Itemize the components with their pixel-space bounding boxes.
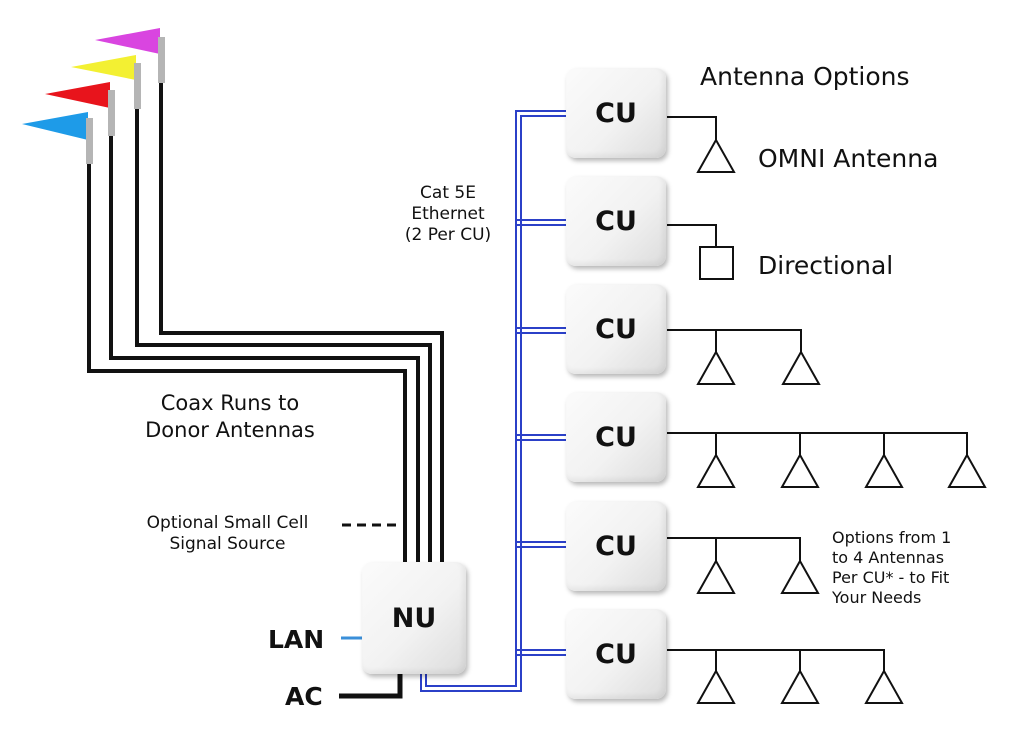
coax-run-3 (135, 109, 432, 566)
cu1-antenna-line (667, 116, 717, 140)
antenna-count-note-line4: Your Needs (832, 588, 922, 607)
ethernet-label-line2: Ethernet (411, 204, 485, 224)
coax-run-1 (87, 164, 407, 566)
small-cell-label-line2: Signal Source (169, 534, 286, 554)
directional-antenna-label: Directional (758, 251, 894, 280)
ethernet-bus (420, 110, 566, 692)
omni-antenna-icon (864, 668, 904, 704)
coax-label: Coax Runs to Donor Antennas (130, 390, 330, 444)
coverage-unit-box: CU (566, 176, 666, 266)
omni-antenna-icon (781, 349, 821, 385)
network-unit-box: NU (362, 562, 466, 674)
omni-antenna-label: OMNI Antenna (758, 144, 939, 173)
cu4-antenna-line (667, 432, 968, 455)
coax-label-line1: Coax Runs to (160, 391, 300, 415)
coverage-unit-box: CU (566, 284, 666, 374)
omni-antenna-icon (696, 558, 736, 594)
cu-label: CU (595, 313, 637, 345)
small-cell-label: Optional Small Cell Signal Source (120, 513, 335, 555)
ethernet-branches (516, 219, 566, 656)
omni-antenna-icon (696, 668, 736, 704)
coverage-unit-box: CU (566, 68, 666, 158)
omni-antenna-icon (780, 668, 820, 704)
antenna-count-note-line2: to 4 Antennas (832, 548, 945, 567)
cu-label: CU (595, 205, 637, 237)
small-cell-label-line1: Optional Small Cell (146, 513, 309, 533)
antenna-count-note-line1: Options from 1 (832, 528, 952, 547)
nu-label: NU (391, 602, 437, 634)
coax-run-2 (109, 136, 420, 566)
antenna-wiring (667, 116, 987, 704)
omni-antenna-icon (696, 349, 736, 385)
omni-antenna-icon (864, 452, 904, 488)
omni-antenna-icon (696, 452, 736, 488)
coax-label-line2: Donor Antennas (145, 418, 315, 442)
omni-antenna-icon (780, 452, 820, 488)
coverage-unit-box: CU (566, 392, 666, 482)
coverage-unit-box: CU (566, 501, 666, 591)
donor-antenna-magenta-flag (95, 28, 165, 83)
cu-label: CU (595, 97, 637, 129)
donor-antenna-flags (22, 28, 165, 164)
ethernet-label-line1: Cat 5E (420, 183, 476, 203)
ethernet-label: Cat 5E Ethernet (2 Per CU) (393, 183, 503, 246)
cu6-antenna-line (667, 649, 885, 671)
omni-antenna-icon (780, 558, 820, 594)
cu-label: CU (595, 530, 637, 562)
coax-runs (87, 83, 444, 566)
donor-antenna-red-flag (45, 82, 115, 136)
cu-label: CU (595, 638, 637, 670)
coverage-unit-box: CU (566, 609, 666, 699)
ac-line (339, 672, 403, 699)
cu2-antenna-line (667, 224, 717, 247)
cu-label: CU (595, 421, 637, 453)
antenna-options-title: Antenna Options (700, 62, 910, 91)
ethernet-label-line3: (2 Per CU) (404, 225, 492, 245)
directional-antenna-icon (699, 246, 734, 280)
cu3-antenna-line (667, 329, 802, 352)
coax-run-4 (159, 83, 444, 566)
cu5-antenna-line (667, 537, 801, 561)
antenna-count-note: Options from 1 to 4 Antennas Per CU* - t… (832, 528, 951, 608)
lan-label: LAN (268, 625, 325, 654)
omni-antenna-icon (947, 452, 987, 488)
antenna-count-note-line3: Per CU* - to Fit (832, 568, 950, 587)
donor-antenna-yellow-flag (71, 55, 141, 109)
donor-antenna-blue-flag (22, 112, 93, 164)
omni-antenna-icon (696, 137, 736, 173)
ac-label: AC (285, 682, 323, 711)
